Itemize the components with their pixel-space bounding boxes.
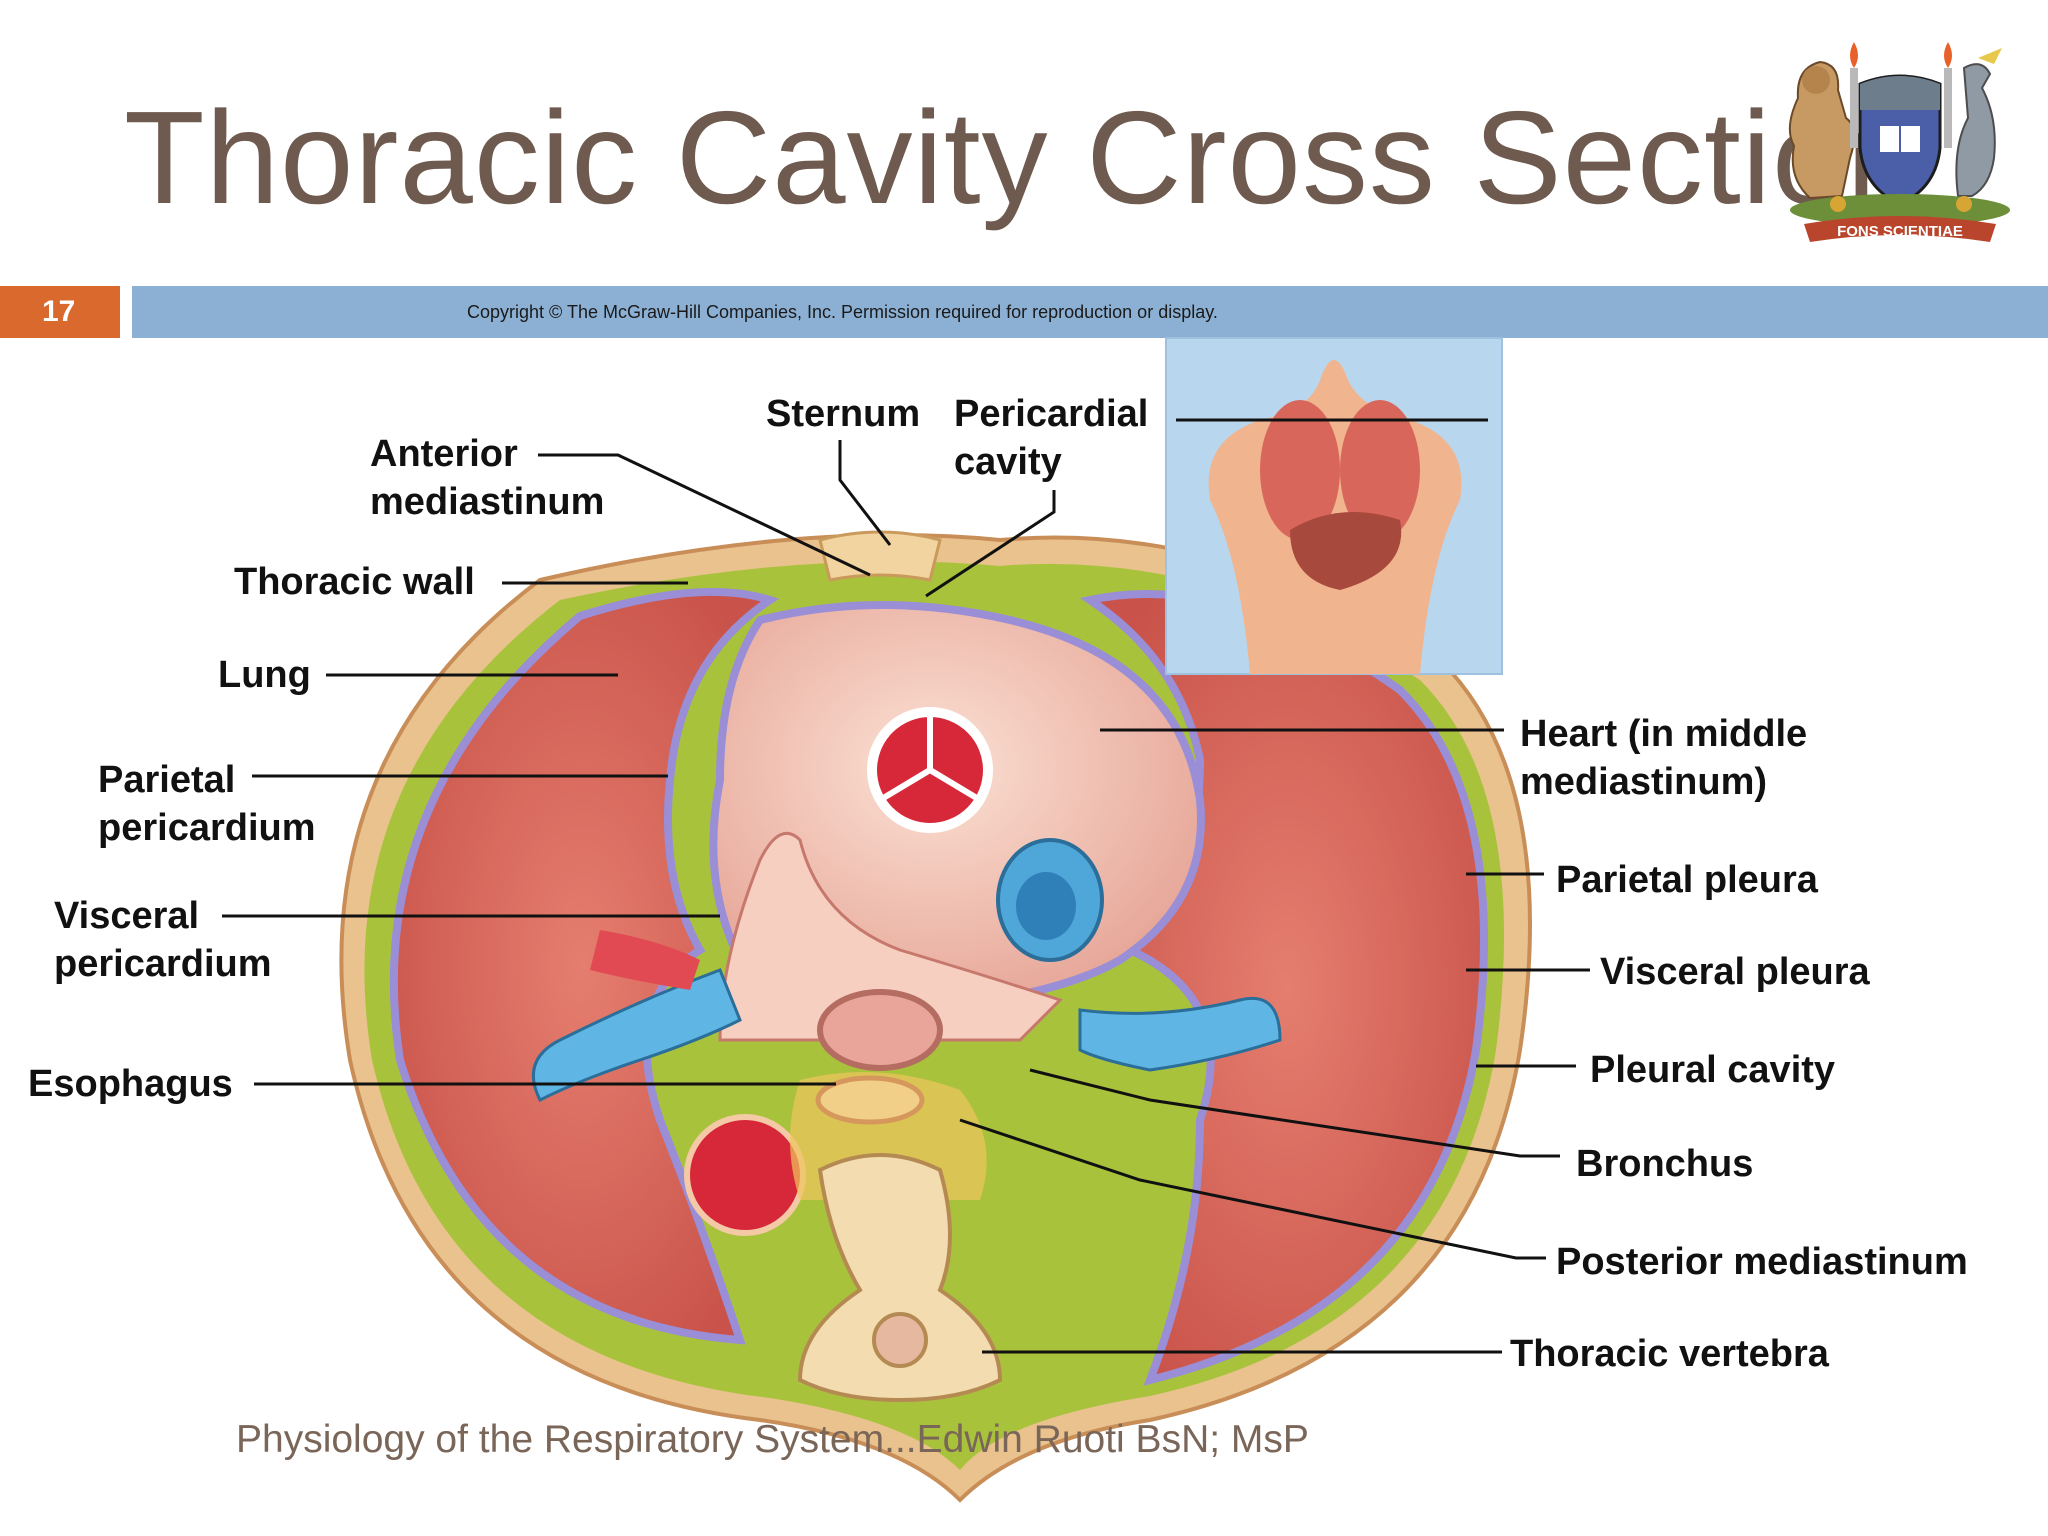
label-visceral-pericardium-line1: Visceral (54, 895, 200, 937)
copyright-notice: Copyright © The McGraw-Hill Companies, I… (467, 302, 1218, 322)
crest-torch-left (1850, 42, 1858, 148)
crest-motto-ribbon: FONS SCIENTIAE (1804, 216, 1996, 242)
pulmonary-artery-left (590, 930, 700, 990)
label-anterior-mediastinum-line2: mediastinum (370, 481, 605, 523)
label-thoracic-vertebra: Thoracic vertebra (1510, 1333, 1829, 1375)
label-posterior-mediastinum: Posterior mediastinum (1556, 1241, 1968, 1283)
crest-torch-right (1944, 42, 1952, 148)
crest-motto-text: FONS SCIENTIAE (1837, 223, 1963, 240)
trachea (817, 989, 943, 1071)
heart-fold (718, 831, 1063, 1042)
label-sternum: Sternum (766, 393, 921, 435)
left-lung (389, 588, 780, 1345)
sternum (818, 530, 942, 582)
descending-aorta (684, 1114, 806, 1236)
crest-shield (1858, 74, 1942, 206)
label-visceral-pericardium-line2: pericardium (54, 943, 272, 985)
slide-footer: Physiology of the Respiratory System...E… (236, 1418, 1309, 1461)
label-parietal-pleura: Parietal pleura (1556, 859, 1818, 901)
label-visceral-pleura: Visceral pleura (1600, 951, 1870, 993)
crest-base (1790, 194, 2010, 226)
label-pericardial-cavity-line2: cavity (954, 441, 1062, 483)
label-bronchus: Bronchus (1576, 1143, 1754, 1185)
label-parietal-pericardium-line2: pericardium (98, 807, 316, 849)
label-heart-line2: mediastinum) (1520, 761, 1768, 803)
label-lung: Lung (218, 654, 311, 696)
aortic-valve (867, 707, 993, 833)
label-pericardial-cavity-line1: Pericardial (954, 393, 1149, 435)
right-bronchus (1078, 997, 1282, 1072)
thoracic-vertebra (797, 1153, 1003, 1403)
label-parietal-pericardium-line1: Parietal (98, 759, 236, 801)
university-crest-logo: FONS SCIENTIAE (1788, 42, 2010, 242)
slide-number: 17 (0, 286, 120, 338)
left-bronchus (531, 968, 742, 1103)
label-anterior-mediastinum-line1: Anterior (370, 433, 518, 475)
torso-inset-image (1165, 337, 1503, 675)
leader-lines (222, 418, 1590, 1354)
header-bar (132, 286, 2048, 338)
label-esophagus: Esophagus (28, 1063, 233, 1105)
slide-title: Thoracic Cavity Cross Section (124, 84, 1921, 231)
label-pleural-cavity: Pleural cavity (1590, 1049, 1836, 1091)
label-heart-line1: Heart (in middle (1520, 713, 1808, 755)
label-thoracic-wall: Thoracic wall (234, 561, 475, 603)
crest-crane-bird (1955, 48, 2002, 197)
